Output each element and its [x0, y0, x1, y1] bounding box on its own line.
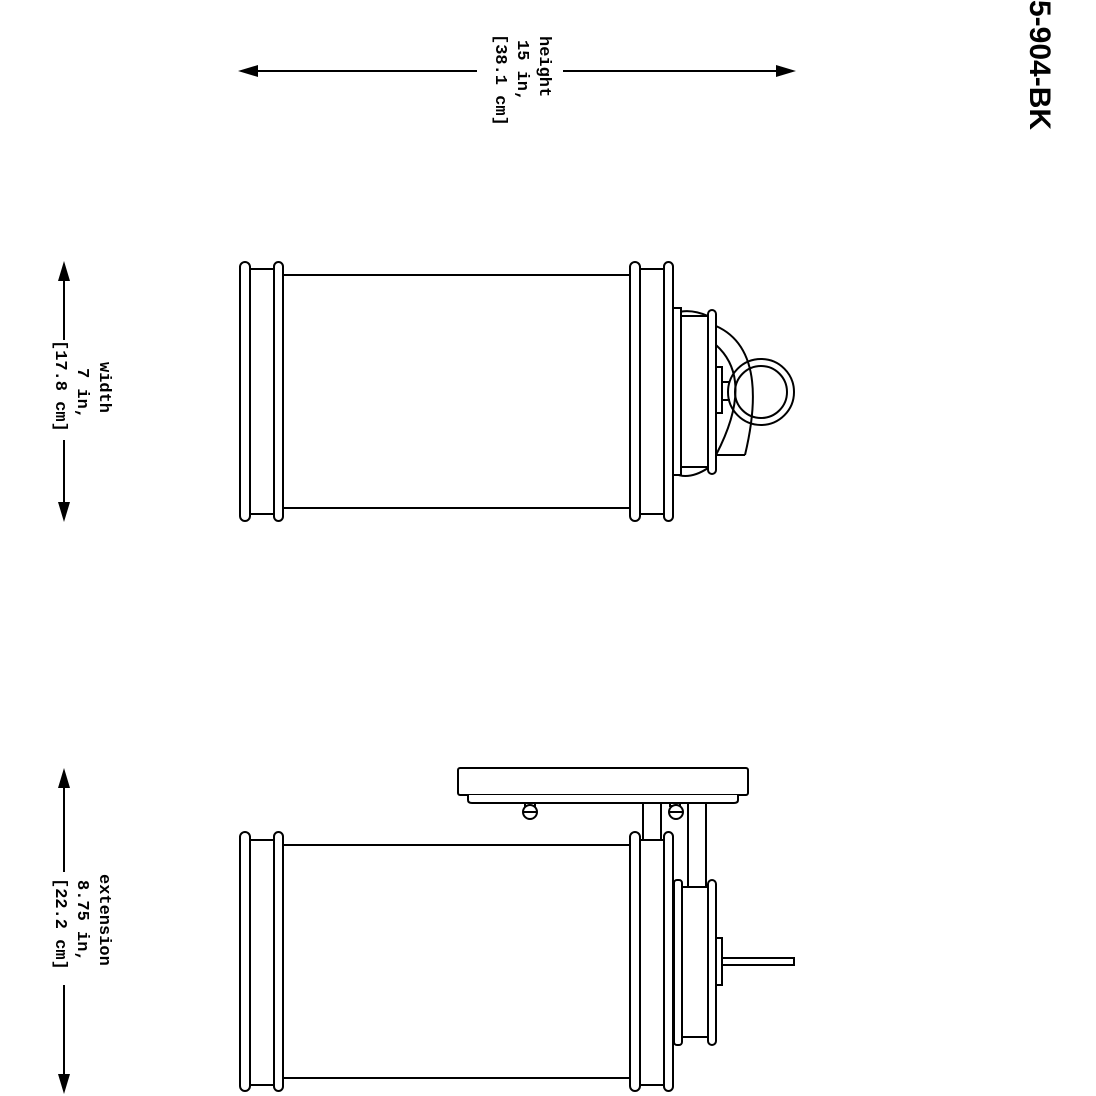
arrow-left-icon	[238, 65, 258, 77]
model-number: 5-904-BK	[1023, 0, 1056, 130]
width-imperial: 7 in,	[72, 368, 91, 419]
extension-imperial: 8.75 in,	[72, 880, 91, 962]
arrow-up-icon	[58, 261, 70, 281]
arrow-right-icon	[776, 65, 796, 77]
arrow-down-icon	[58, 502, 70, 522]
extension-metric: [22.2 cm]	[50, 878, 69, 970]
arrow-down-icon	[58, 1074, 70, 1094]
side-view	[239, 767, 795, 1092]
arrow-up-icon	[58, 768, 70, 788]
height-imperial: 15 in,	[512, 40, 531, 101]
wall-plate	[457, 767, 749, 796]
extension-dimension: extension 8.75 in, [22.2 cm]	[50, 768, 113, 1094]
front-view	[239, 261, 795, 522]
hanging-ring	[727, 358, 795, 426]
width-label: width	[94, 362, 113, 413]
height-metric: [38.1 cm]	[490, 34, 509, 126]
mount-rod	[721, 957, 795, 966]
width-dimension: width 7 in, [17.8 cm]	[50, 261, 113, 522]
height-dimension: height 15 in, [38.1 cm]	[238, 34, 796, 126]
extension-label: extension	[94, 874, 113, 966]
height-label: height	[534, 36, 553, 97]
width-metric: [17.8 cm]	[50, 340, 69, 432]
